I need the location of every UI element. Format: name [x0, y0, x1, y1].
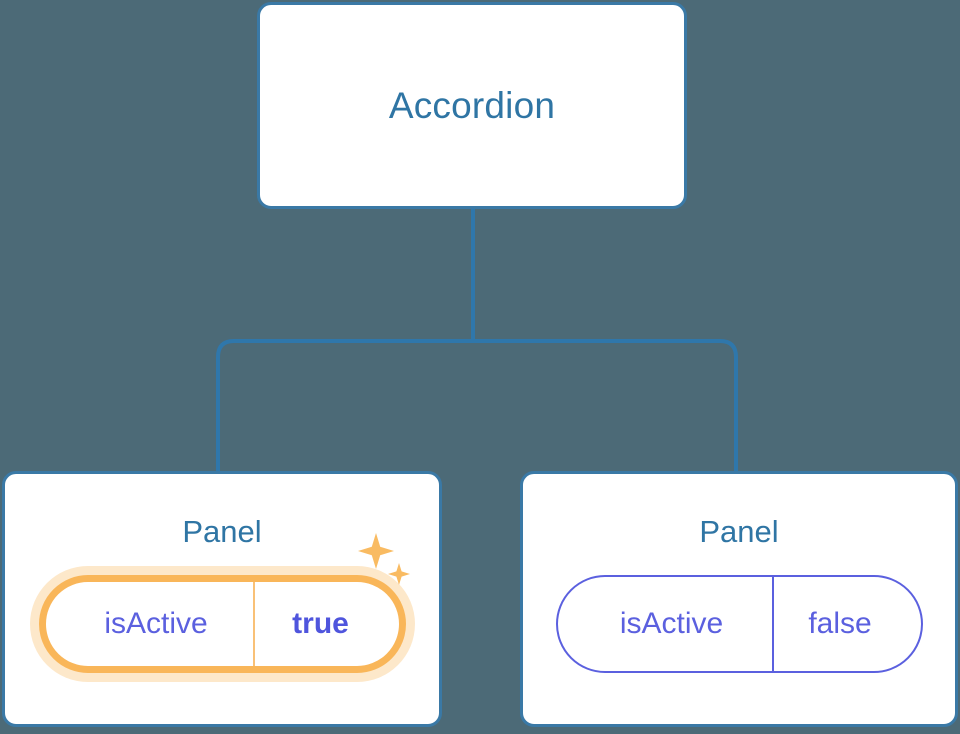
prop-pill-wrapper: isActive false — [555, 575, 923, 673]
prop-pill-highlighted[interactable]: isActive true — [38, 575, 406, 673]
prop-key: isActive — [558, 577, 774, 671]
node-panel-active[interactable]: Panel isActive true — [2, 471, 442, 727]
node-title: Panel — [699, 514, 779, 549]
node-accordion[interactable]: Accordion — [257, 2, 687, 209]
prop-value: false — [808, 607, 872, 640]
node-panel-inactive[interactable]: Panel isActive false — [520, 471, 958, 727]
node-title: Panel — [182, 514, 262, 549]
prop-pill-wrapper: isActive true — [38, 533, 410, 673]
prop-value: true — [292, 607, 349, 640]
node-title: Accordion — [388, 85, 556, 126]
prop-pill[interactable]: isActive false — [555, 575, 923, 673]
prop-key: isActive — [46, 582, 255, 666]
